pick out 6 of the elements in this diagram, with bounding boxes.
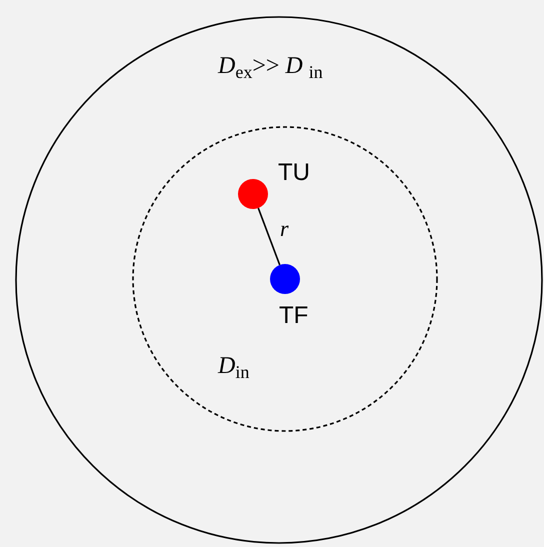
dot-label: TF (279, 304, 308, 328)
edge-label: r (280, 218, 289, 240)
region-label: D$_{ex}$>> D $_{in}$ (218, 54, 323, 78)
region-label: D$_{in}$ (218, 354, 250, 378)
dot-label: TU (278, 161, 310, 185)
connector-line (258, 208, 280, 266)
